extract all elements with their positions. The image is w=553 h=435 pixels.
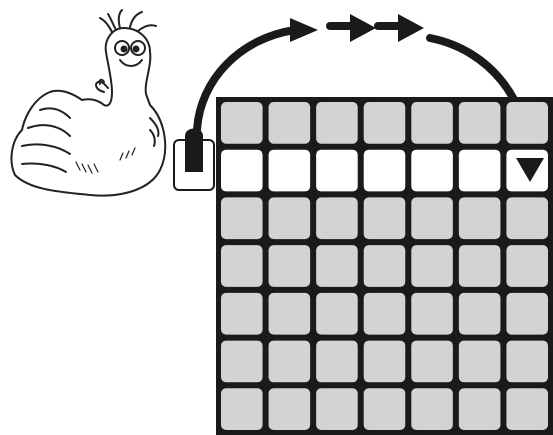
board-cell [506,102,548,144]
board-cell [221,292,263,335]
board-cell [411,340,453,383]
board-cell [458,340,501,383]
board-cell [316,197,358,240]
board-cell [316,388,358,430]
cartoon-bird-icon [10,9,167,197]
board-cell [363,102,406,144]
board-cell [316,292,358,335]
board-cell [268,388,311,430]
board-cell [458,292,501,335]
board-cell [363,197,406,240]
arrow-chevron [398,14,424,42]
arrow-chevron [350,14,376,42]
board-cell [268,292,311,335]
board-cell [411,292,453,335]
board-cell-highlighted [411,149,453,192]
board-cell [363,340,406,383]
token-piece-icon [173,128,215,191]
board-cell [458,388,501,430]
board-cell [506,340,548,383]
board-cell-highlighted [458,149,501,192]
board-cell [506,245,548,287]
board-cell [316,340,358,383]
arrow-head [516,158,544,182]
board-cell-highlighted [268,149,311,192]
board-cell [506,197,548,240]
board-cell [411,102,453,144]
board-cell [221,197,263,240]
board-cell [316,102,358,144]
board-cell [411,245,453,287]
arrow-chevrons [326,14,424,42]
board-cell [221,102,263,144]
board-cell [268,245,311,287]
board-cell [221,388,263,430]
board-cell [506,388,548,430]
board-cell [458,197,501,240]
board-cell-highlighted [363,149,406,192]
board-cell [316,245,358,287]
board-cell [411,197,453,240]
board-cell [363,292,406,335]
board-cell [506,292,548,335]
board-cell-highlighted [221,149,263,192]
board-cell [221,340,263,383]
board-cell [221,245,263,287]
board-cell [458,102,501,144]
board-cell [268,102,311,144]
board-cell [268,340,311,383]
board-cell [268,197,311,240]
board-cell [363,245,406,287]
board-cell [411,388,453,430]
board-cell [458,245,501,287]
board-cell-highlighted [316,149,358,192]
game-board [216,97,553,435]
board-cell [363,388,406,430]
